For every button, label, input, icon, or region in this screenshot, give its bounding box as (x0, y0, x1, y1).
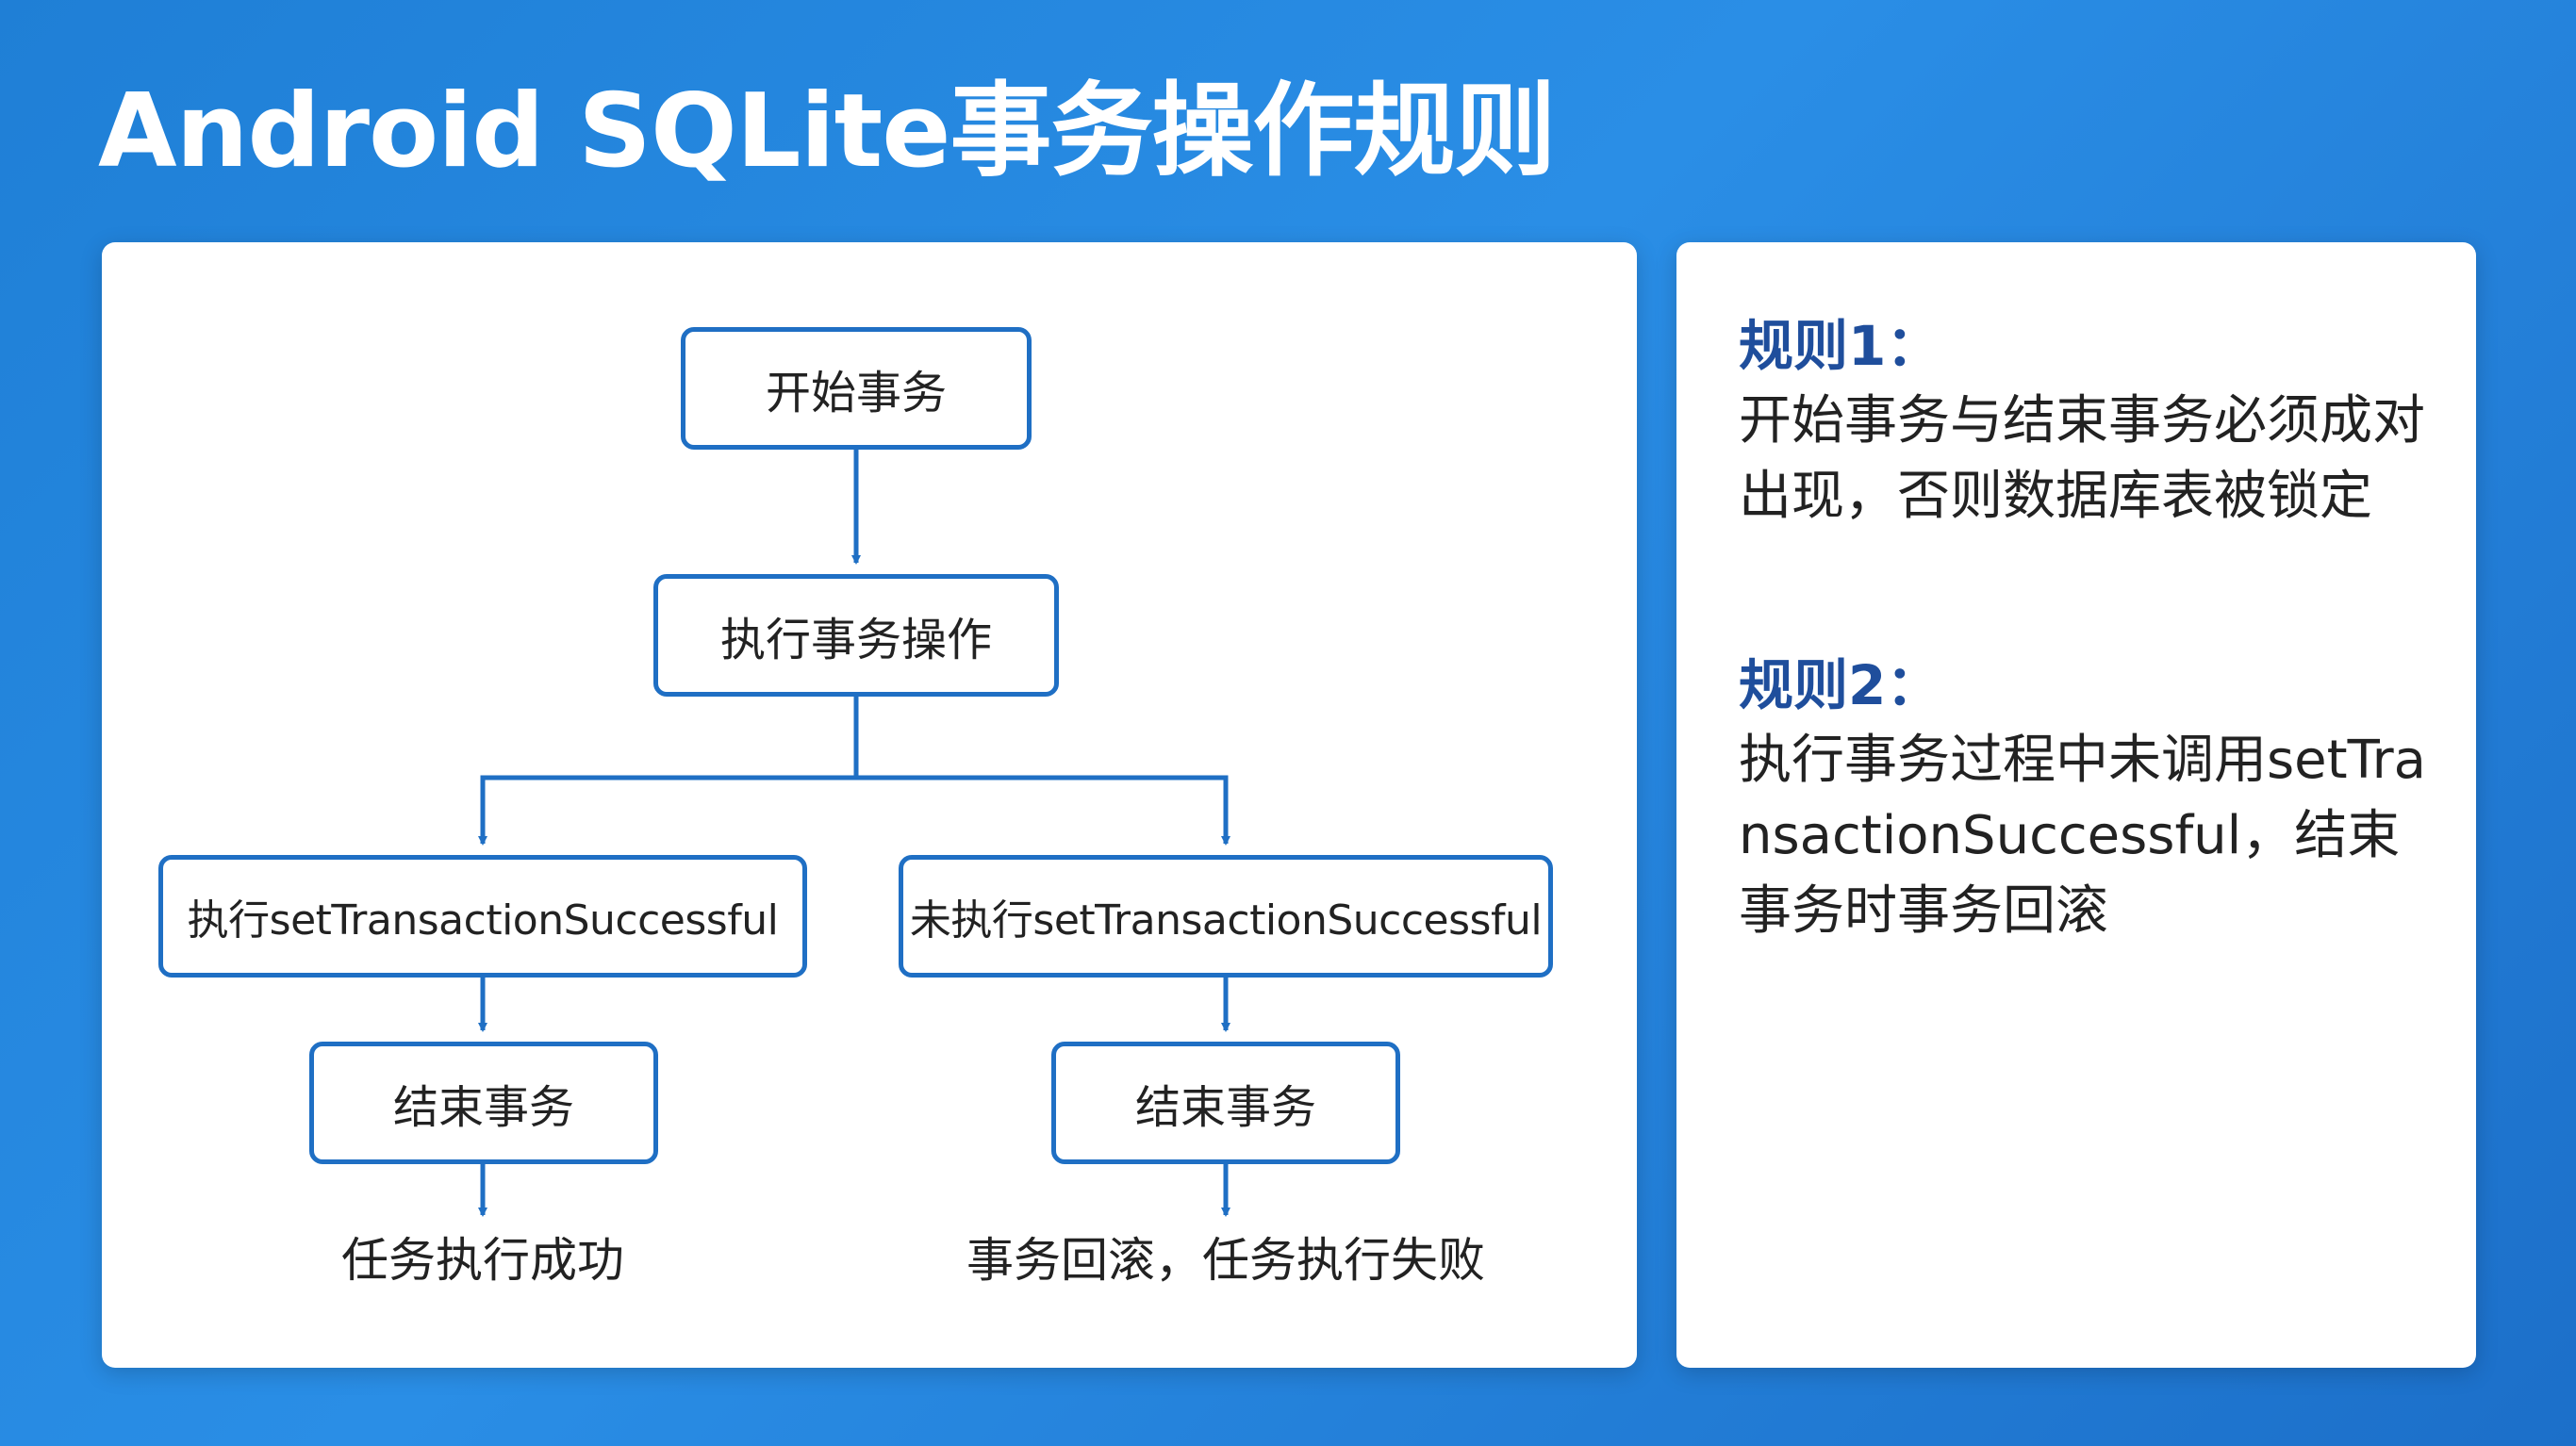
rule-1-text: 开始事务与结束事务必须成对出现，否则数据库表被锁定 (1739, 390, 2425, 527)
slide-title: Android SQLite事务操作规则 (98, 73, 1556, 190)
rule-2-title: 规则2： (1739, 653, 1941, 717)
node-end-transaction-right: 结束事务 (1051, 1042, 1400, 1164)
node-end-transaction-right-label: 结束事务 (1134, 1081, 1316, 1134)
rule-1: 规则1： 开始事务与结束事务必须成对出现，否则数据库表被锁定 (1739, 308, 2446, 534)
rule-2-text: 执行事务过程中未调用setTransactionSuccessful，结束事务时… (1739, 730, 2426, 942)
node-not-set-successful: 未执行setTransactionSuccessful (899, 855, 1553, 978)
node-set-successful-label: 执行setTransactionSuccessful (187, 896, 779, 945)
outcome-rollback: 事务回滚，任务执行失败 (966, 1233, 1485, 1288)
outcome-success: 任务执行成功 (341, 1233, 624, 1288)
rule-1-title: 规则1： (1739, 314, 1941, 378)
node-execute-operations-label: 执行事务操作 (719, 614, 992, 666)
flowchart-panel: 开始事务 执行事务操作 执行setTransactionSuccessful 未… (102, 242, 1637, 1368)
connector-branch-right (856, 775, 1230, 846)
node-end-transaction-left-label: 结束事务 (392, 1081, 574, 1134)
node-start-transaction: 开始事务 (681, 327, 1032, 450)
node-not-set-successful-label: 未执行setTransactionSuccessful (909, 896, 1543, 945)
rule-2: 规则2： 执行事务过程中未调用setTransactionSuccessful，… (1739, 648, 2446, 949)
node-execute-operations: 执行事务操作 (653, 574, 1059, 697)
node-end-transaction-left: 结束事务 (309, 1042, 658, 1164)
connector-branch (478, 697, 859, 846)
rules-panel: 规则1： 开始事务与结束事务必须成对出现，否则数据库表被锁定 规则2： 执行事务… (1676, 242, 2476, 1368)
node-set-successful: 执行setTransactionSuccessful (158, 855, 807, 978)
flowchart-connectors (478, 450, 1230, 1217)
node-start-transaction-label: 开始事务 (765, 367, 947, 419)
